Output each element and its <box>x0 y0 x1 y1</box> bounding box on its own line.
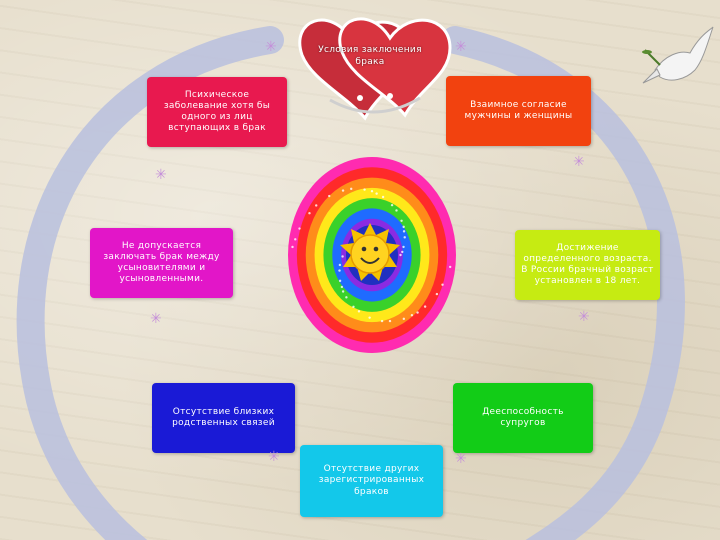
sparkle <box>340 285 344 289</box>
smiling-sun-icon <box>340 223 400 281</box>
diagram-title: Условия заключения брака <box>318 45 422 67</box>
sparkle <box>341 290 345 293</box>
sparkle <box>435 292 439 296</box>
sparkle <box>441 283 444 286</box>
star-icon: ✳ <box>265 39 277 55</box>
condition-box-illness: Психическое заболевание хотя бы одного и… <box>147 77 287 147</box>
sparkle <box>338 269 341 272</box>
sparkle <box>416 311 419 314</box>
sparkle <box>375 192 378 195</box>
dove-icon <box>642 26 714 84</box>
condition-box-capacity: Дееспособность супругов <box>453 383 593 453</box>
condition-box-relatives: Отсутствие близких родственных связей <box>152 383 295 453</box>
sparkle <box>403 236 406 239</box>
sparkle <box>381 195 385 199</box>
sparkle <box>402 317 406 321</box>
star-icon: ✳ <box>150 311 162 327</box>
sparkle <box>363 188 366 191</box>
sparkle <box>368 316 371 319</box>
sparkle <box>328 194 331 198</box>
rainbow-circle <box>288 157 456 353</box>
sparkle <box>402 225 405 229</box>
star-icon: ✳ <box>268 449 280 465</box>
sparkle <box>341 255 344 258</box>
sparkle <box>399 253 402 257</box>
sparkle <box>341 189 345 192</box>
star-icon: ✳ <box>578 309 590 325</box>
star-icon: ✳ <box>455 451 467 467</box>
sparkle <box>388 319 392 323</box>
sparkle <box>338 263 342 267</box>
sparkle <box>350 187 353 191</box>
sparkle <box>390 203 394 207</box>
condition-box-adoptive: Не допускается заключать брак между усын… <box>90 228 233 298</box>
sparkle <box>345 296 348 299</box>
sparkle <box>308 212 311 215</box>
sparkle <box>298 227 301 230</box>
sparkle <box>291 245 294 249</box>
hearts-icon <box>298 17 452 121</box>
sparkle <box>380 319 384 323</box>
sparkle <box>410 314 414 317</box>
condition-box-registered: Отсутствие других зарегистрированных бра… <box>300 445 443 517</box>
star-icon: ✳ <box>155 167 167 183</box>
sparkle <box>294 238 297 241</box>
sparkle <box>357 310 361 313</box>
condition-box-consent: Взаимное согласие мужчины и женщины <box>446 76 591 146</box>
star-icon: ✳ <box>573 154 585 170</box>
sparkle <box>315 204 318 207</box>
sparkle <box>448 265 452 269</box>
sparkle <box>400 219 403 222</box>
condition-box-age: Достижение определенного возраста. В Рос… <box>515 230 660 300</box>
sparkle <box>352 305 355 309</box>
sparkle <box>338 279 342 283</box>
sparkle <box>402 245 405 249</box>
sparkle <box>402 230 406 233</box>
sparkle <box>370 190 374 193</box>
sparkle <box>423 305 427 308</box>
sparkle <box>401 250 404 254</box>
sparkle <box>395 209 398 212</box>
star-icon: ✳ <box>455 39 467 55</box>
